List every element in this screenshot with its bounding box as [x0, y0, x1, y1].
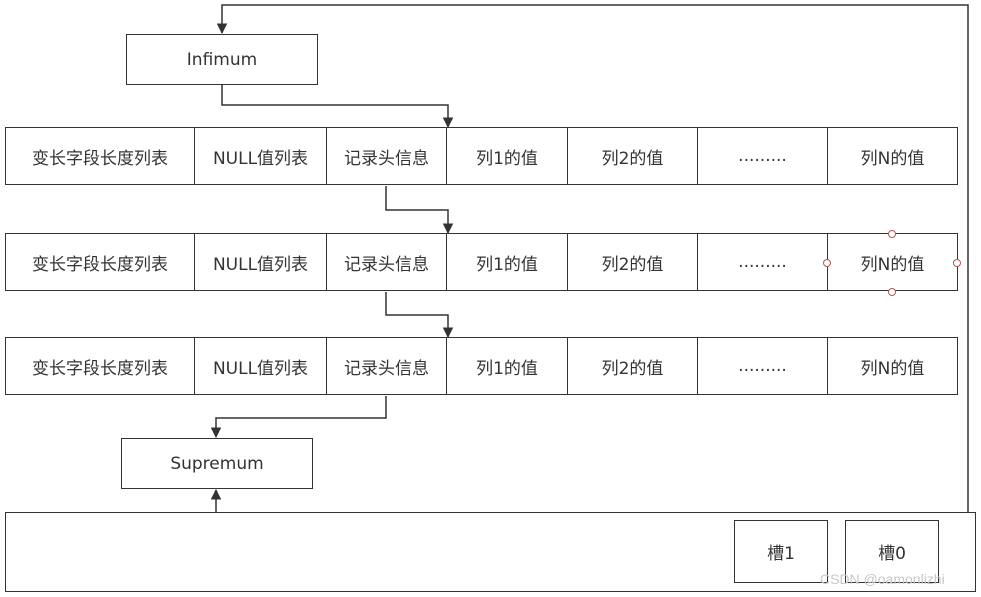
record-field-ellipsis: ......... — [698, 234, 828, 290]
record-field-null-list: NULL值列表 — [195, 128, 327, 184]
record-field-ellipsis: ......... — [698, 338, 828, 394]
record-field-col1: 列1的值 — [447, 128, 568, 184]
record-field-col2: 列2的值 — [568, 234, 698, 290]
selection-handle-left[interactable] — [823, 259, 831, 267]
slot-1-label: 槽1 — [767, 544, 795, 564]
infimum-to-record1-arrow — [221, 84, 454, 129]
record-row-2[interactable]: 变长字段长度列表 NULL值列表 记录头信息 列1的值 列2的值 .......… — [5, 233, 958, 291]
record-field-var-length-list: 变长字段长度列表 — [6, 128, 195, 184]
slot-0-label: 槽0 — [878, 544, 906, 564]
record-field-header-info: 记录头信息 — [327, 128, 447, 184]
record-field-col2: 列2的值 — [568, 338, 698, 394]
record-field-col2: 列2的值 — [568, 128, 698, 184]
infimum-node[interactable]: Infimum — [126, 34, 318, 85]
record-field-coln-selected[interactable]: 列N的值 — [860, 254, 925, 275]
record-row-1[interactable]: 变长字段长度列表 NULL值列表 记录头信息 列1的值 列2的值 .......… — [5, 127, 958, 185]
record1-to-record2-arrow — [385, 186, 454, 235]
record-field-null-list: NULL值列表 — [195, 234, 327, 290]
watermark-text: CSDN @oamonlizhi — [820, 571, 945, 587]
record-field-header-info: 记录头信息 — [327, 234, 447, 290]
selection-handle-top[interactable] — [888, 230, 896, 238]
slot-1[interactable]: 槽1 — [734, 520, 828, 583]
record-field-col1: 列1的值 — [447, 338, 568, 394]
record-field-col1: 列1的值 — [447, 234, 568, 290]
record-field-coln: 列N的值 — [860, 148, 925, 169]
selection-handle-right[interactable] — [953, 259, 961, 267]
supremum-label: Supremum — [170, 453, 264, 474]
record2-to-record3-arrow — [385, 292, 454, 339]
infimum-label: Infimum — [186, 49, 258, 70]
record-field-coln: 列N的值 — [860, 358, 925, 379]
record-field-var-length-list: 变长字段长度列表 — [6, 234, 195, 290]
record3-to-supremum-arrow — [210, 396, 387, 439]
record-field-ellipsis: ......... — [698, 128, 828, 184]
record-field-var-length-list: 变长字段长度列表 — [6, 338, 195, 394]
record-field-null-list: NULL值列表 — [195, 338, 327, 394]
supremum-node[interactable]: Supremum — [121, 438, 313, 489]
selection-handle-bottom[interactable] — [888, 288, 896, 296]
record-row-3[interactable]: 变长字段长度列表 NULL值列表 记录头信息 列1的值 列2的值 .......… — [5, 337, 958, 395]
slot-0[interactable]: 槽0 — [845, 520, 939, 583]
record-field-header-info: 记录头信息 — [327, 338, 447, 394]
